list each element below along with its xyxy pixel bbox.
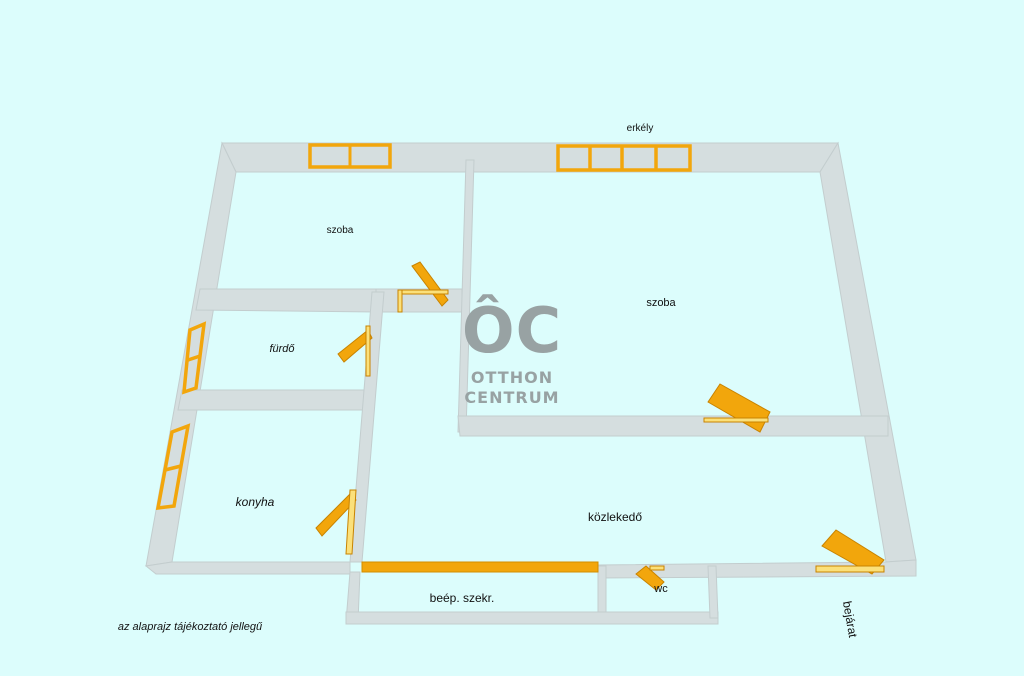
- disclaimer-text: az alaprajz tájékoztató jellegű: [118, 621, 263, 633]
- label-bejarat: bejárat: [840, 600, 860, 639]
- wall-wc-left: [597, 565, 607, 613]
- label-erkely: erkély: [627, 123, 654, 134]
- logo-line2: CENTRUM: [464, 388, 559, 407]
- window-left-upper: [181, 321, 207, 395]
- wall-closet-bottom: [345, 611, 719, 625]
- door-bejarat: [815, 529, 885, 575]
- door-szoba-right: [703, 383, 771, 433]
- label-beep-szekr: beép. szekr.: [430, 591, 495, 605]
- wall-wc-right: [707, 565, 719, 619]
- windows: [155, 143, 692, 511]
- label-wc: wc: [653, 583, 668, 595]
- window-erkely: [556, 144, 692, 172]
- label-szoba-top-left: szoba: [327, 225, 354, 236]
- wall-szoba-kozlekedo: [457, 415, 889, 437]
- door-furdo: [337, 325, 373, 377]
- wall-szoba-furdo: [195, 288, 377, 313]
- window-left-lower: [155, 423, 191, 511]
- wall-bottom-left: [144, 561, 351, 575]
- wall-right: [819, 141, 917, 563]
- label-furdo: fürdő: [269, 343, 295, 355]
- closet-front: [361, 561, 599, 573]
- label-szoba-right: szoba: [646, 297, 676, 309]
- door-szoba-top: [397, 261, 449, 313]
- logo-line1: OTTHON: [471, 368, 553, 387]
- otthon-centrum-logo: ÔC OTTHON CENTRUM: [462, 294, 562, 407]
- logo-mark: ÔC: [462, 294, 562, 367]
- label-kozlekedo: közlekedő: [588, 510, 642, 524]
- label-konyha: konyha: [236, 495, 275, 509]
- wall-furdo-konyha: [177, 389, 367, 411]
- door-konyha: [315, 489, 357, 555]
- door-wc: [635, 565, 665, 591]
- doors: [315, 261, 885, 591]
